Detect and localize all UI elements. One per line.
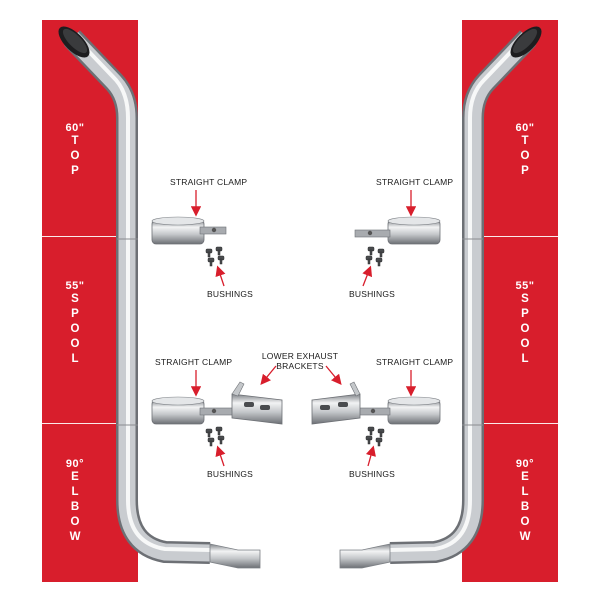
lower-exhaust-bracket-right bbox=[311, 381, 361, 425]
callout-arrows bbox=[190, 190, 417, 467]
right-elbow-size: 90° bbox=[515, 458, 535, 470]
left-band-divider-1 bbox=[42, 236, 138, 237]
bushings-label-top-right: BUSHINGS bbox=[349, 289, 395, 299]
bushings-top-right bbox=[365, 246, 385, 267]
straight-clamp-lower-left bbox=[151, 396, 235, 425]
bushings-label-top-left: BUSHINGS bbox=[207, 289, 253, 299]
straight-clamp-label-top-left: STRAIGHT CLAMP bbox=[170, 177, 248, 187]
bushings-lower-right bbox=[365, 426, 385, 447]
straight-clamp-lower-right bbox=[357, 396, 441, 425]
left-exhaust-pipe bbox=[58, 26, 261, 569]
left-elbow-size: 90° bbox=[65, 458, 85, 470]
right-spool-size: 55" bbox=[515, 280, 535, 292]
left-band-divider-2 bbox=[42, 423, 138, 424]
lower-exhaust-brackets-line2: BRACKETS bbox=[276, 361, 324, 371]
bushings-label-lower-right: BUSHINGS bbox=[349, 469, 395, 479]
lower-exhaust-bracket-left bbox=[231, 381, 283, 425]
straight-clamp-label-lower-right: STRAIGHT CLAMP bbox=[376, 357, 454, 367]
straight-clamp-top-left bbox=[151, 216, 227, 245]
straight-clamp-label-lower-left: STRAIGHT CLAMP bbox=[155, 357, 233, 367]
straight-clamp-top-right bbox=[354, 216, 441, 245]
bushings-top-left bbox=[205, 246, 225, 267]
right-exhaust-pipe bbox=[339, 26, 542, 569]
bushings-label-lower-left: BUSHINGS bbox=[207, 469, 253, 479]
right-top-size: 60" bbox=[515, 122, 535, 134]
lower-exhaust-brackets-line1: LOWER EXHAUST bbox=[261, 351, 339, 361]
right-band-divider-1 bbox=[462, 236, 558, 237]
bushings-lower-left bbox=[205, 426, 225, 447]
left-spool-size: 55" bbox=[65, 280, 85, 292]
left-top-size: 60" bbox=[65, 122, 85, 134]
right-band-divider-2 bbox=[462, 423, 558, 424]
lower-exhaust-brackets-label: LOWER EXHAUST BRACKETS bbox=[255, 351, 345, 371]
straight-clamp-label-top-right: STRAIGHT CLAMP bbox=[376, 177, 454, 187]
